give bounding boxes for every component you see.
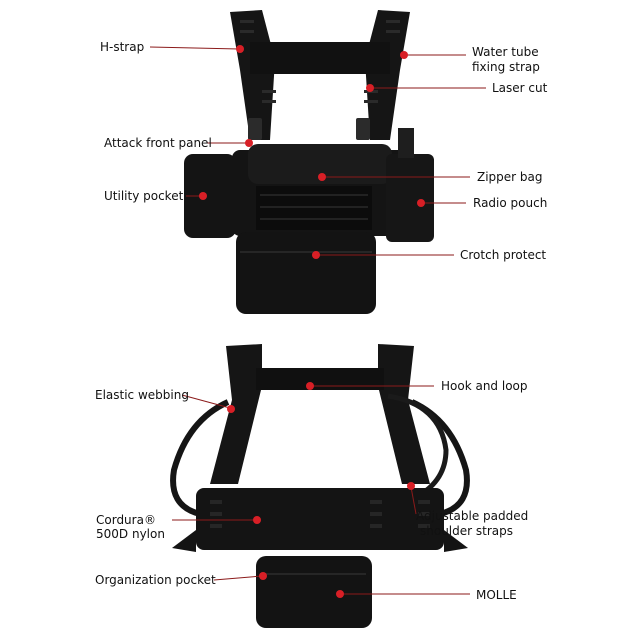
label-adjustable-line1: Adjustable padded bbox=[416, 509, 529, 523]
dot-crotch-protect bbox=[312, 251, 320, 259]
bottom-organization-pocket bbox=[256, 556, 372, 628]
top-crotch-pouch bbox=[236, 232, 376, 314]
bottom-right-wing bbox=[444, 530, 468, 552]
bottom-right-shoulder-strap bbox=[378, 344, 430, 484]
dot-elastic-webbing bbox=[227, 405, 235, 413]
label-cordura-line2: 500D nylon bbox=[96, 527, 165, 541]
top-right-buckle bbox=[356, 118, 370, 140]
bottom-molle-slots bbox=[210, 500, 430, 528]
dot-organization-pocket bbox=[259, 572, 267, 580]
dot-attack-panel bbox=[245, 139, 253, 147]
dot-molle bbox=[336, 590, 344, 598]
label-adjustable-line2: shoulder straps bbox=[420, 524, 513, 538]
top-vest bbox=[184, 10, 434, 314]
bottom-left-wing bbox=[172, 530, 196, 552]
label-hook-and-loop: Hook and loop bbox=[441, 379, 528, 393]
label-attack-front-panel: Attack front panel bbox=[104, 136, 212, 150]
top-utility-pocket bbox=[184, 154, 236, 238]
top-right-shoulder-strap bbox=[365, 10, 410, 140]
top-radio-antenna bbox=[398, 128, 414, 158]
dot-water-tube bbox=[400, 51, 408, 59]
label-crotch-protect: Crotch protect bbox=[460, 248, 547, 262]
dot-cordura bbox=[253, 516, 261, 524]
dot-adjustable bbox=[407, 482, 415, 490]
bottom-adjustable-strap bbox=[387, 393, 449, 499]
bottom-main-panel bbox=[196, 488, 444, 550]
top-radio-pouch bbox=[386, 154, 434, 242]
line-elastic-webbing bbox=[181, 394, 231, 409]
label-radio-pouch: Radio pouch bbox=[473, 196, 548, 210]
line-h-strap bbox=[149, 46, 240, 50]
label-molle: MOLLE bbox=[476, 588, 517, 602]
dot-h-strap bbox=[236, 45, 244, 53]
bottom-hook-loop-strip bbox=[256, 368, 384, 390]
label-elastic-webbing: Elastic webbing bbox=[95, 388, 189, 402]
bottom-left-shoulder-strap bbox=[210, 344, 262, 484]
label-organization-pocket: Organization pocket bbox=[95, 573, 216, 587]
callout-lines bbox=[149, 46, 486, 595]
dot-hook-loop bbox=[306, 382, 314, 390]
label-water-tube-line2: fixing strap bbox=[472, 60, 540, 74]
dot-utility-pocket bbox=[199, 192, 207, 200]
bottom-left-elastic bbox=[170, 399, 230, 517]
dot-zipper-bag bbox=[318, 173, 326, 181]
callout-dots bbox=[199, 45, 425, 598]
label-cordura-line1: Cordura® bbox=[96, 513, 156, 527]
top-left-buckle bbox=[248, 118, 262, 140]
label-water-tube-line1: Water tube bbox=[472, 45, 539, 59]
dot-radio-pouch bbox=[417, 199, 425, 207]
top-h-strap-cross bbox=[250, 42, 390, 74]
top-zipper-bag bbox=[248, 144, 392, 184]
label-utility-pocket: Utility pocket bbox=[104, 189, 184, 203]
bottom-vest bbox=[170, 344, 470, 628]
top-molle-rows bbox=[260, 194, 368, 220]
label-h-strap: H-strap bbox=[100, 40, 145, 54]
label-laser-cut: Laser cut bbox=[492, 81, 548, 95]
label-zipper-bag: Zipper bag bbox=[477, 170, 543, 184]
line-adjustable bbox=[410, 486, 417, 515]
line-organization-pocket bbox=[213, 575, 263, 581]
dot-laser-cut bbox=[366, 84, 374, 92]
